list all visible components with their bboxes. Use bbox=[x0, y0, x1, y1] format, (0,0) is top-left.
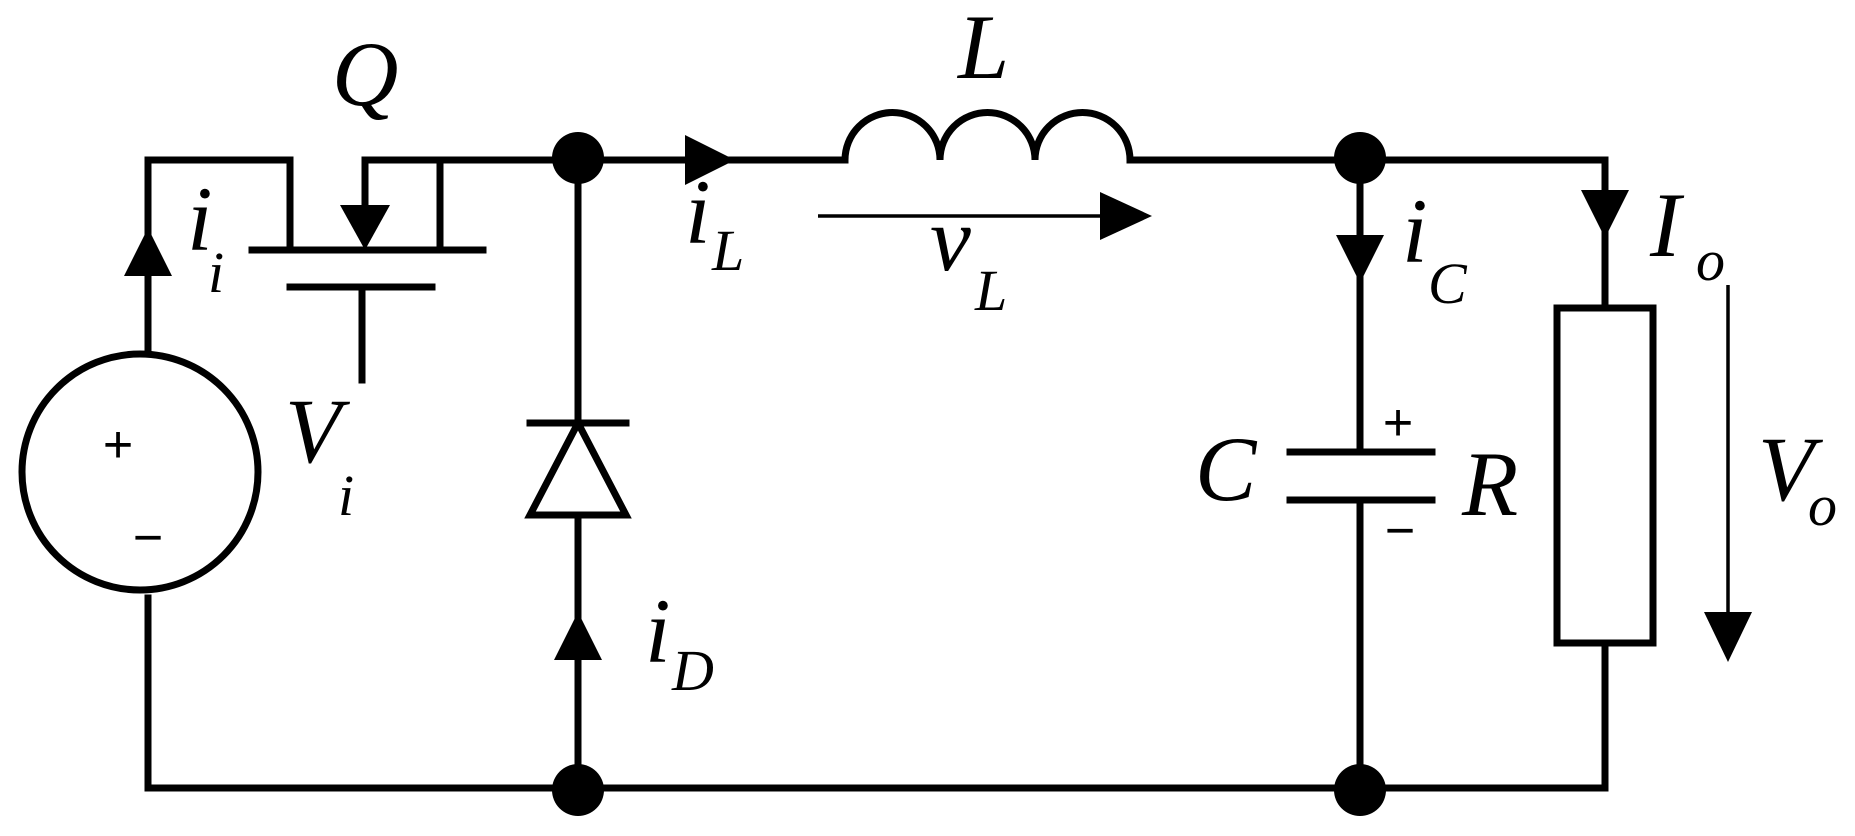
inductor-coil bbox=[841, 109, 1134, 161]
capacitor-current-label: i bbox=[1402, 180, 1428, 282]
diode-current-label: i bbox=[645, 580, 671, 682]
labels: Q L i i V i i L v L i D i C C R I o V o bbox=[187, 0, 1837, 703]
resistor bbox=[1553, 304, 1657, 647]
input-current-arrow bbox=[124, 228, 172, 276]
node-top-right bbox=[1334, 132, 1386, 184]
capacitor: + − bbox=[1286, 394, 1436, 560]
output-voltage-label: V bbox=[1758, 418, 1824, 520]
voltage-arrows bbox=[818, 192, 1752, 662]
mosfet-arrow bbox=[340, 205, 390, 250]
output-current-sub: o bbox=[1696, 228, 1725, 293]
wires bbox=[144, 156, 1609, 792]
inductor bbox=[841, 109, 1134, 161]
voltage-source-minus: − bbox=[133, 509, 163, 567]
current-arrows bbox=[124, 135, 1629, 660]
inductor-current-sub: L bbox=[711, 218, 744, 283]
diode-current-arrow bbox=[554, 612, 602, 660]
inductor-voltage-label: v bbox=[930, 188, 971, 290]
node-top-left bbox=[552, 132, 604, 184]
inductor-current-arrow bbox=[685, 135, 735, 185]
source-voltage-label: V bbox=[285, 380, 351, 482]
node-bottom-left bbox=[552, 764, 604, 816]
output-current-arrow bbox=[1581, 190, 1629, 238]
node-bottom-right bbox=[1334, 764, 1386, 816]
resistor-label: R bbox=[1461, 433, 1518, 535]
source-voltage-sub: i bbox=[338, 463, 354, 528]
capacitor-current-arrow bbox=[1336, 235, 1384, 283]
voltage-source: + − bbox=[18, 350, 262, 594]
capacitor-label: C bbox=[1195, 418, 1258, 520]
capacitor-current-sub: C bbox=[1428, 251, 1468, 316]
inductor-label: L bbox=[956, 0, 1009, 98]
output-voltage-arrow-head bbox=[1704, 612, 1752, 662]
output-current-label: I bbox=[1649, 174, 1685, 276]
switch-label: Q bbox=[332, 23, 398, 125]
diode-current-sub: D bbox=[671, 638, 714, 703]
diode-triangle bbox=[524, 415, 632, 519]
inductor-voltage-sub: L bbox=[974, 258, 1007, 323]
voltage-source-plus: + bbox=[103, 416, 133, 474]
inductor-voltage-arrow-head bbox=[1100, 192, 1152, 240]
capacitor-minus: − bbox=[1385, 502, 1415, 560]
diode bbox=[524, 415, 632, 519]
inductor-current-label: i bbox=[685, 161, 711, 263]
input-current-sub: i bbox=[208, 240, 224, 305]
junction-nodes bbox=[552, 132, 1386, 816]
mosfet-switch bbox=[248, 205, 487, 384]
resistor-body bbox=[1553, 304, 1657, 647]
input-current-label: i bbox=[187, 168, 213, 270]
voltage-source-circle bbox=[18, 350, 262, 594]
output-voltage-sub: o bbox=[1808, 473, 1837, 538]
capacitor-plus: + bbox=[1383, 394, 1413, 452]
